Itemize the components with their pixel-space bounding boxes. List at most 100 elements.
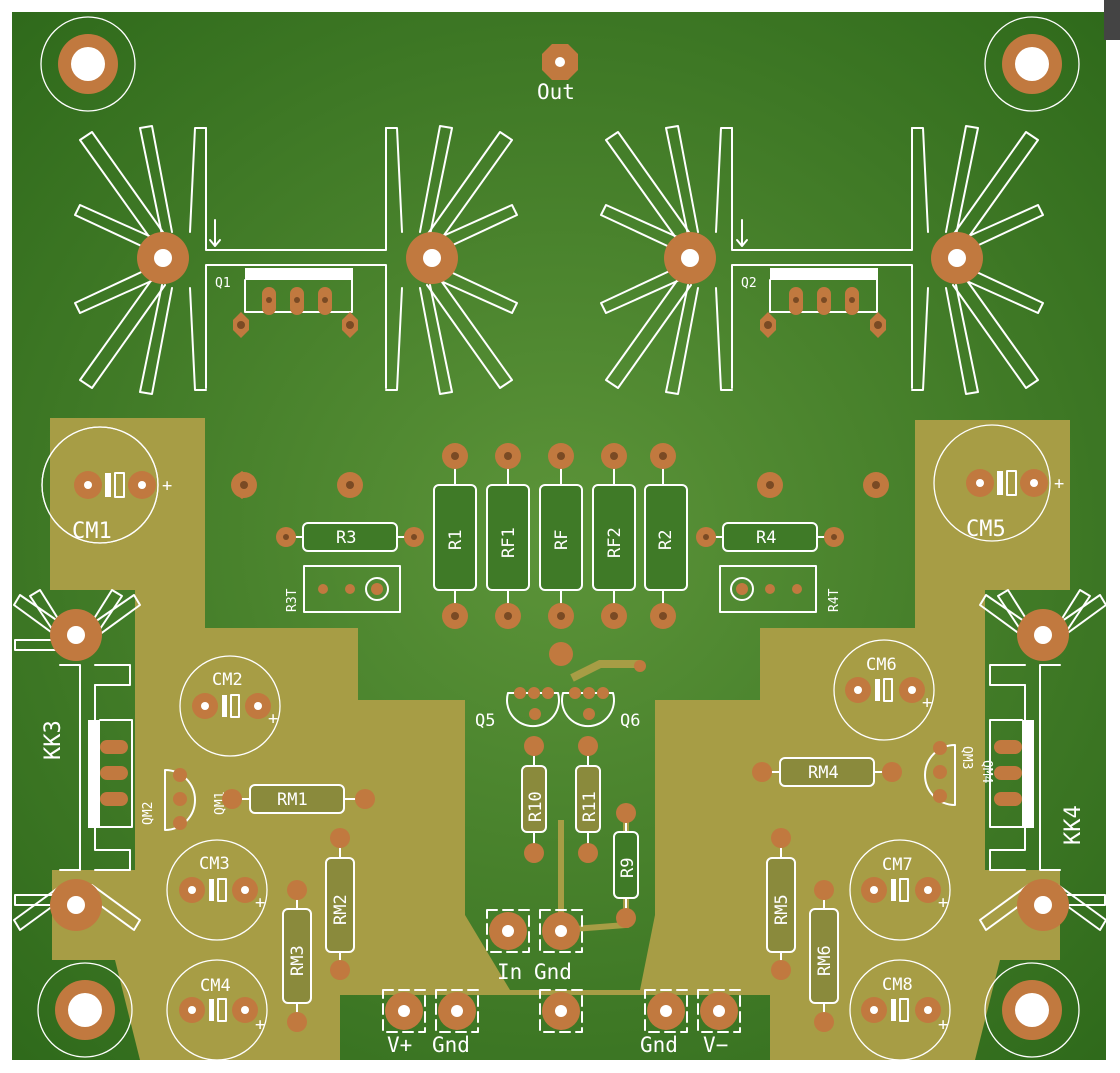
r2-resistor[interactable]: R2	[644, 443, 688, 629]
cm8-plus: +	[938, 1015, 948, 1035]
r10-label: R10	[526, 791, 546, 822]
qm3-label: QM3	[959, 746, 974, 769]
center-pad	[549, 642, 573, 666]
cm8-capacitor[interactable]: + CM8	[849, 959, 951, 1061]
v-plus-label: V+	[387, 1033, 412, 1057]
r3t-trimmer[interactable]: R3T	[285, 565, 401, 613]
q1-label: Q1	[215, 276, 231, 291]
cm6-capacitor[interactable]: + CM6	[833, 639, 935, 741]
cm1-label: CM1	[72, 519, 112, 544]
r10-resistor[interactable]: R10	[521, 736, 547, 863]
cm3-capacitor[interactable]: + CM3	[166, 839, 268, 941]
qm3-transistor[interactable]: QM3	[924, 741, 974, 806]
gnd-right-label: Gnd	[640, 1033, 678, 1057]
out-label: Out	[537, 80, 575, 104]
rf2-label: RF2	[605, 527, 625, 558]
rm4-resistor[interactable]: RM4	[752, 757, 902, 787]
rm5-label: RM5	[772, 894, 792, 925]
cm4-plus: +	[255, 1015, 265, 1035]
r4-label: R4	[756, 528, 776, 548]
cm3-plus: +	[255, 893, 265, 913]
q1-heatsink	[74, 125, 518, 395]
v-minus-label: V−	[703, 1033, 728, 1057]
rm1-resistor[interactable]: RM1	[222, 784, 375, 814]
r1-resistor[interactable]: R1	[433, 443, 477, 629]
q2-transistor[interactable]: Q2	[741, 268, 886, 338]
kk3-label: KK3	[41, 720, 66, 760]
q5-label: Q5	[475, 711, 495, 731]
mounting-holes	[37, 16, 1080, 1058]
cm5-capacitor[interactable]: + CM5	[933, 424, 1064, 542]
rf-label: RF	[552, 530, 572, 550]
rf1-label: RF1	[499, 527, 519, 558]
r4t-trimmer[interactable]: R4T	[719, 565, 842, 613]
r2-label: R2	[656, 530, 676, 550]
power-connector-left[interactable]: V+ Gnd	[382, 989, 479, 1057]
power-connector-right[interactable]: Gnd V−	[640, 989, 741, 1057]
rm3-label: RM3	[288, 945, 308, 976]
rm6-resistor[interactable]: RM6	[809, 880, 839, 1032]
r11-resistor[interactable]: R11	[575, 736, 601, 863]
in-label: In	[497, 960, 522, 984]
input-connector[interactable]: In Gnd	[486, 909, 583, 984]
cm7-capacitor[interactable]: + CM7	[849, 839, 951, 941]
cm4-capacitor[interactable]: + CM4	[166, 959, 268, 1061]
loose-pads	[231, 471, 889, 499]
kk3-heatsink: KK3	[13, 589, 141, 931]
rf1-resistor[interactable]: RF1	[486, 443, 530, 629]
qm2-label: QM2	[141, 802, 156, 825]
window-edge	[1104, 0, 1120, 40]
rm2-resistor[interactable]: RM2	[325, 828, 355, 980]
rf-resistor[interactable]: RF	[539, 443, 583, 629]
r4t-label: R4T	[827, 588, 842, 612]
cm7-plus: +	[938, 893, 948, 913]
r9-label: R9	[618, 858, 638, 878]
qm4-transistor[interactable]: QM4	[979, 719, 1034, 828]
gnd-left-label: Gnd	[432, 1033, 470, 1057]
q2-label: Q2	[741, 276, 757, 291]
in-gnd-label: Gnd	[534, 960, 572, 984]
q1-transistor[interactable]: Q1	[215, 268, 358, 338]
qm2-transistor[interactable]: QM2	[88, 719, 156, 828]
r11-label: R11	[580, 791, 600, 822]
rm4-label: RM4	[808, 763, 839, 783]
cm7-label: CM7	[882, 855, 913, 875]
qm4-label: QM4	[979, 760, 994, 784]
r3-label: R3	[336, 528, 356, 548]
r3-resistor[interactable]: R3	[276, 522, 424, 552]
r9-resistor[interactable]: R9	[613, 803, 639, 928]
copper-pour-left	[50, 418, 1070, 1060]
kk4-label: KK4	[1061, 805, 1086, 845]
cm6-label: CM6	[866, 655, 897, 675]
cm3-label: CM3	[199, 854, 230, 874]
cm2-label: CM2	[212, 670, 243, 690]
cm2-plus: +	[268, 709, 278, 729]
out-connector[interactable]: Out	[537, 44, 578, 104]
rm6-label: RM6	[815, 945, 835, 976]
cm1-plus: +	[162, 476, 172, 496]
r4-resistor[interactable]: R4	[696, 522, 844, 552]
q5-transistor[interactable]: Q5	[475, 687, 560, 731]
cm5-label: CM5	[966, 517, 1006, 542]
r3t-label: R3T	[285, 588, 300, 612]
cm8-label: CM8	[882, 975, 913, 995]
cm6-plus: +	[922, 693, 932, 713]
trace-q6	[570, 660, 640, 682]
rm2-label: RM2	[331, 894, 351, 925]
rf2-resistor[interactable]: RF2	[592, 443, 636, 629]
center-bottom-pad	[539, 989, 583, 1033]
rm5-resistor[interactable]: RM5	[766, 828, 796, 980]
cm1-capacitor[interactable]: + CM1	[41, 426, 172, 544]
q6-transistor[interactable]: Q6	[561, 687, 640, 731]
q2-heatsink	[600, 125, 1044, 395]
rm1-label: RM1	[277, 790, 308, 810]
cm2-capacitor[interactable]: + CM2	[179, 655, 281, 757]
via-pad	[634, 660, 646, 672]
qm1-transistor[interactable]: QM1	[164, 768, 228, 831]
r1-label: R1	[446, 530, 466, 550]
kk4-heatsink: KK4	[979, 589, 1107, 931]
q6-label: Q6	[620, 711, 640, 731]
cm4-label: CM4	[200, 976, 231, 996]
rm3-resistor[interactable]: RM3	[282, 880, 312, 1032]
